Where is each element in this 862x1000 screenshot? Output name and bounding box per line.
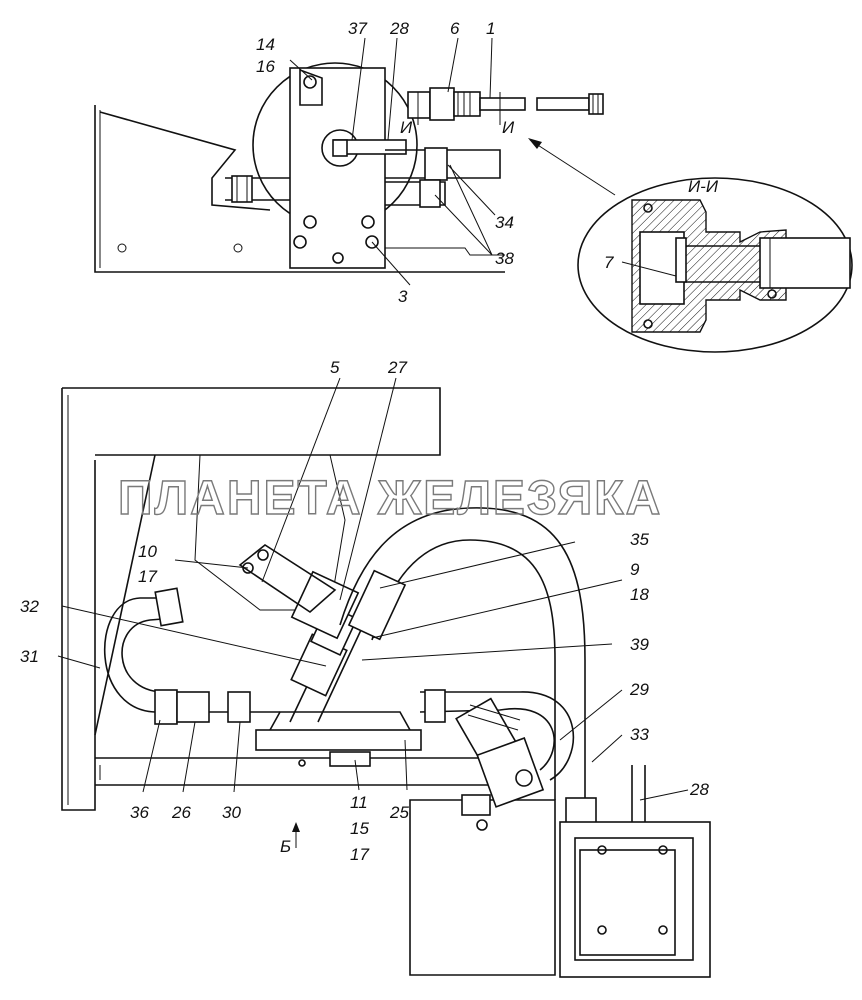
callout-39: 39	[630, 635, 649, 654]
callout-26: 26	[171, 803, 191, 822]
callout-17-upper: 17	[138, 567, 157, 586]
callout-15: 15	[350, 819, 369, 838]
callout-25: 25	[389, 803, 409, 822]
callout-1: 1	[486, 19, 495, 38]
section-detail: И-И	[577, 177, 853, 353]
callout-38: 38	[495, 249, 514, 268]
callout-28-bottom: 28	[689, 780, 709, 799]
callout-36: 36	[130, 803, 149, 822]
callout-17-lower: 17	[350, 845, 369, 864]
callout-14: 14	[256, 35, 275, 54]
callout-31: 31	[20, 647, 39, 666]
callout-34: 34	[495, 213, 514, 232]
callout-33: 33	[630, 725, 649, 744]
callout-30: 30	[222, 803, 241, 822]
callout-28-top: 28	[389, 19, 409, 38]
top-view: И И	[94, 37, 616, 286]
section-title: И-И	[688, 177, 719, 196]
callout-27: 27	[387, 358, 407, 377]
callout-5: 5	[330, 358, 340, 377]
platform	[255, 729, 422, 751]
mounting-plate	[289, 67, 386, 269]
callout-7: 7	[604, 253, 614, 272]
callout-35: 35	[630, 530, 649, 549]
callout-37: 37	[348, 19, 367, 38]
callout-9: 9	[630, 560, 640, 579]
section-mark-left: И	[400, 118, 413, 137]
callout-3: 3	[398, 287, 408, 306]
callout-29: 29	[629, 680, 649, 699]
callout-6: 6	[450, 19, 460, 38]
callout-11: 11	[350, 793, 368, 812]
watermark: ПЛАНЕТА ЖЕЛЕЗЯКА	[118, 472, 662, 525]
callout-32: 32	[20, 597, 39, 616]
section-mark-right: И	[502, 118, 515, 137]
callout-16: 16	[256, 57, 275, 76]
callout-10: 10	[138, 542, 157, 561]
view-label: Б	[280, 837, 291, 856]
bottom-view	[57, 377, 711, 978]
callout-18: 18	[630, 585, 649, 604]
